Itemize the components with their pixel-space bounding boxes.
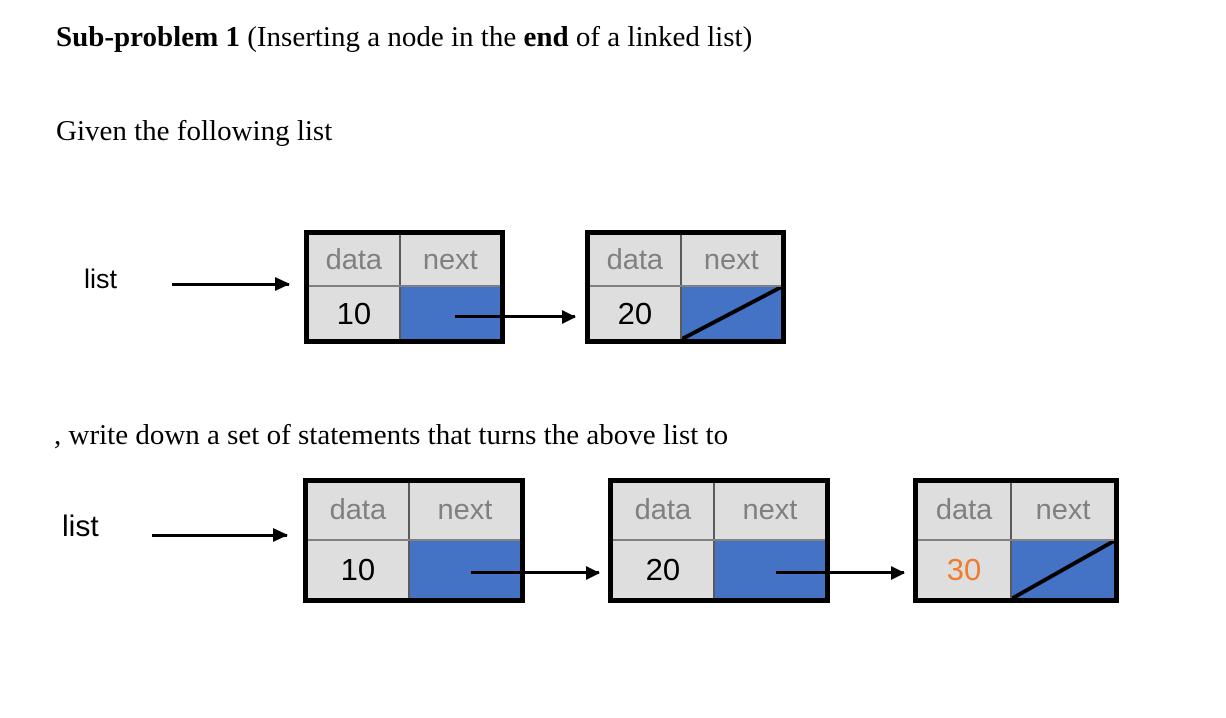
node-header-next-cell: next xyxy=(410,483,520,539)
node-link-arrow xyxy=(776,565,905,580)
node-header-next-label: next xyxy=(1035,494,1091,527)
node-header-next-cell: next xyxy=(715,483,825,539)
node-value-row: 10 xyxy=(309,287,500,339)
node-header-row: data next xyxy=(613,483,825,541)
node-value-row: 20 xyxy=(613,540,825,598)
list-node: data next 30 xyxy=(913,478,1119,603)
node-header-data-label: data xyxy=(325,243,383,276)
node-header-next-label: next xyxy=(422,243,478,276)
page-title-rest-before: (Inserting a node in the xyxy=(239,21,524,53)
node-header-row: data next xyxy=(918,483,1114,541)
node-header-next-label: next xyxy=(742,494,798,527)
node-header-row: data next xyxy=(308,483,520,541)
node-header-data-label: data xyxy=(329,494,387,527)
page-title-prefix: Sub-problem 1 xyxy=(56,21,240,53)
node-next-pointer-cell xyxy=(1012,540,1114,599)
node-data-value: 20 xyxy=(617,295,653,331)
node-link-arrow xyxy=(455,309,576,324)
node-header-data-cell: data xyxy=(590,235,682,285)
node-value-row: 20 xyxy=(590,287,781,339)
node-data-value: 10 xyxy=(340,551,376,587)
node-header-next-cell: next xyxy=(1012,483,1114,539)
node-header-data-label: data xyxy=(935,494,993,527)
node-header-data-cell: data xyxy=(613,483,715,539)
node-header-next-cell: next xyxy=(401,235,500,285)
node-data-cell: 20 xyxy=(613,540,715,598)
null-pointer-slash-icon xyxy=(682,287,781,339)
node-header-next-label: next xyxy=(437,494,493,527)
list-node: data next 10 xyxy=(303,478,525,603)
node-data-value: 20 xyxy=(645,551,681,587)
node-data-value: 30 xyxy=(946,551,982,587)
node-header-next-cell: next xyxy=(682,235,781,285)
node-header-data-cell: data xyxy=(918,483,1013,539)
node-header-data-cell: data xyxy=(308,483,410,539)
node-header-row: data next xyxy=(590,235,781,287)
page-title-rest-after: of a linked list) xyxy=(568,21,753,53)
node-next-pointer-cell xyxy=(409,540,520,598)
list-pointer-label-1: list xyxy=(84,264,117,294)
node-value-row: 30 xyxy=(918,540,1114,599)
list-node: data next 20 xyxy=(608,478,830,603)
node-header-data-label: data xyxy=(634,494,692,527)
node-data-cell: 10 xyxy=(309,287,401,339)
node-value-row: 10 xyxy=(308,540,520,598)
node-data-value: 10 xyxy=(336,295,372,331)
list-node: data next 10 xyxy=(304,230,505,344)
node-data-cell: 30 xyxy=(918,540,1013,598)
head-pointer-arrow-2 xyxy=(152,528,288,542)
list-node: data next 20 xyxy=(585,230,786,344)
node-next-pointer-cell xyxy=(681,287,781,339)
node-next-pointer-cell xyxy=(400,287,500,339)
page-title-emphasis: end xyxy=(523,21,569,53)
null-pointer-slash-icon xyxy=(1012,541,1114,599)
head-pointer-arrow-1 xyxy=(172,277,290,291)
node-header-next-label: next xyxy=(703,243,759,276)
node-data-cell: 10 xyxy=(308,540,410,598)
page-title: Sub-problem 1 (Inserting a node in the e… xyxy=(56,21,752,54)
given-list-text: Given the following list xyxy=(56,115,333,147)
node-header-data-label: data xyxy=(606,243,664,276)
node-link-arrow xyxy=(471,565,600,580)
node-header-data-cell: data xyxy=(309,235,401,285)
node-next-pointer-cell xyxy=(714,540,825,598)
node-data-cell: 20 xyxy=(590,287,682,339)
turns-list-text: , write down a set of statements that tu… xyxy=(54,419,729,451)
list-pointer-label-2: list xyxy=(62,510,99,543)
node-header-row: data next xyxy=(309,235,500,287)
